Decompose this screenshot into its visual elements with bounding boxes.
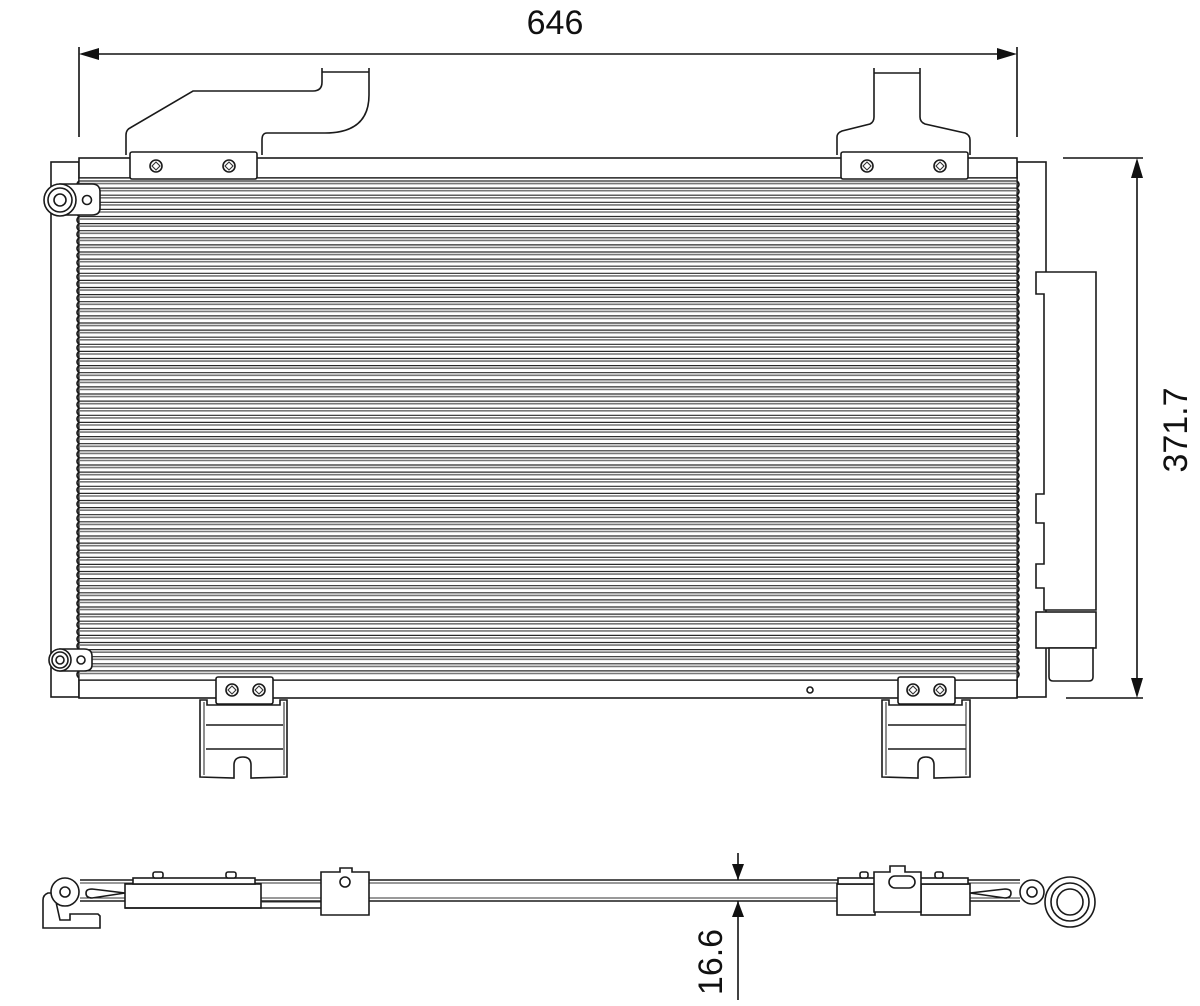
screw-icon — [149, 159, 163, 173]
left-foot-bracket — [42, 892, 101, 929]
top-right-bracket — [836, 68, 971, 180]
top-view: 16.6 — [42, 853, 1096, 1000]
depth-dimension: 16.6 — [692, 853, 744, 1000]
left-top-mount — [43, 183, 101, 217]
drain-hole — [806, 686, 814, 694]
width-dimension-label: 646 — [527, 4, 584, 42]
core-tubes — [79, 180, 1017, 675]
width-dimension: 646 — [78, 4, 1018, 137]
screw-icon — [252, 683, 266, 697]
height-dimension: 371.7 — [1063, 157, 1195, 699]
height-dimension-label: 371.7 — [1157, 387, 1195, 472]
screw-icon — [225, 683, 239, 697]
left-header-tank — [50, 161, 80, 698]
right-teardrop — [969, 888, 1012, 899]
right-center-clip — [873, 865, 922, 913]
screw-icon — [860, 159, 874, 173]
screw-icon — [222, 159, 236, 173]
left-pivot — [50, 877, 80, 907]
left-teardrop — [85, 888, 126, 899]
bottom-left-bracket — [199, 676, 288, 779]
right-pivot — [1019, 879, 1045, 905]
right-fitting — [1044, 876, 1096, 928]
fin-edges — [76, 180, 1020, 679]
front-view — [43, 68, 1097, 779]
receiver-drier — [1035, 271, 1097, 682]
screw-icon — [906, 683, 920, 697]
bottom-right-bracket — [881, 676, 971, 779]
screw-icon — [933, 683, 947, 697]
left-bottom-mount — [48, 648, 93, 672]
left-center-clip — [320, 867, 370, 916]
right-header-tank — [1016, 161, 1047, 698]
top-left-bracket — [125, 68, 370, 180]
screw-icon — [933, 159, 947, 173]
depth-dimension-label: 16.6 — [692, 929, 730, 995]
